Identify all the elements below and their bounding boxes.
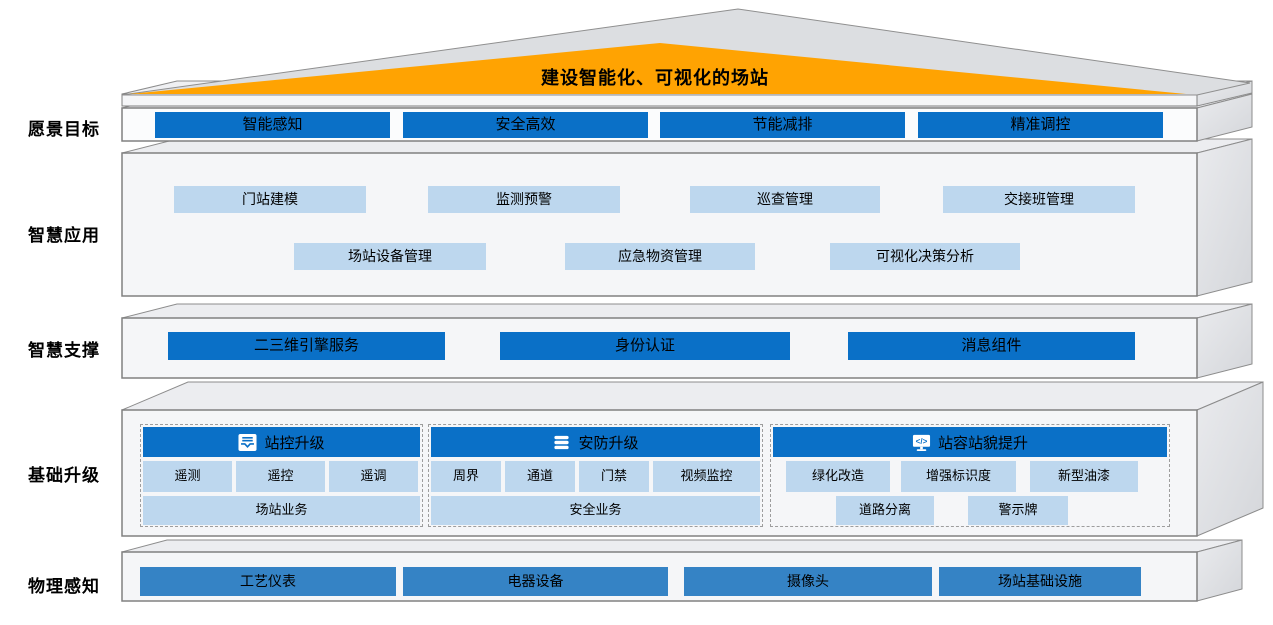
roof-front-slope [129,43,1186,94]
base-group-item: 遥测 [143,461,232,492]
layer-label-support: 智慧支撑 [28,341,100,360]
base-group-item: 周界 [431,461,501,492]
layer-slab-apps [121,138,1253,297]
base-group-item: 安全业务 [431,496,760,525]
base-group-item: 遥调 [329,461,418,492]
base-group-item: 门禁 [579,461,649,492]
base-group-item: 场站业务 [143,496,420,525]
base-group-box [428,424,763,527]
layer-label-vision: 愿景目标 [28,120,100,139]
vision-item: 智能感知 [155,112,390,138]
base-group-title: 站容站貌提升 [937,434,1028,452]
vision-item: 节能减排 [660,112,905,138]
base-group-item: 绿化改造 [786,461,890,492]
base-group-item: 遥控 [236,461,325,492]
base-group-header: </> 站容站貌提升 [773,427,1167,457]
base-group-item: 新型油漆 [1030,461,1138,492]
app-item: 巡查管理 [690,186,880,213]
base-group-item: 通道 [505,461,575,492]
base-group-item: 视频监控 [653,461,760,492]
app-item: 应急物资管理 [565,243,755,270]
base-group-item: 道路分离 [836,496,934,525]
base-group-title: 站控升级 [264,434,325,452]
vision-item: 精准调控 [918,112,1163,138]
base-group-item: 增强标识度 [901,461,1016,492]
app-item: 场站设备管理 [294,243,486,270]
vision-item: 安全高效 [403,112,648,138]
svg-text:</>: </> [916,436,928,445]
app-item: 门站建模 [174,186,366,213]
roof-title: 建设智能化、可视化的场站 [541,68,769,88]
monitor-code-icon: </> [912,433,931,452]
base-group-title: 安防升级 [578,434,639,452]
base-group-box [140,424,423,527]
physical-item: 电器设备 [403,567,668,596]
base-group-header: 安防升级 [431,427,760,457]
layer-label-physical: 物理感知 [28,577,100,596]
physical-item: 摄像头 [684,567,932,596]
layer-label-apps: 智慧应用 [28,226,100,245]
base-group-item: 警示牌 [968,496,1068,525]
support-item: 身份认证 [500,332,790,360]
support-item: 消息组件 [848,332,1135,360]
stack-icon [552,433,571,452]
layer-label-base: 基础升级 [28,466,100,485]
physical-item: 场站基础设施 [939,567,1141,596]
base-group-header: 站控升级 [143,427,420,457]
support-item: 二三维引擎服务 [168,332,445,360]
base-group-box [770,424,1170,527]
app-item: 交接班管理 [943,186,1135,213]
app-item: 监测预警 [428,186,620,213]
app-item: 可视化决策分析 [830,243,1020,270]
physical-item: 工艺仪表 [140,567,396,596]
inbox-icon [238,433,258,452]
